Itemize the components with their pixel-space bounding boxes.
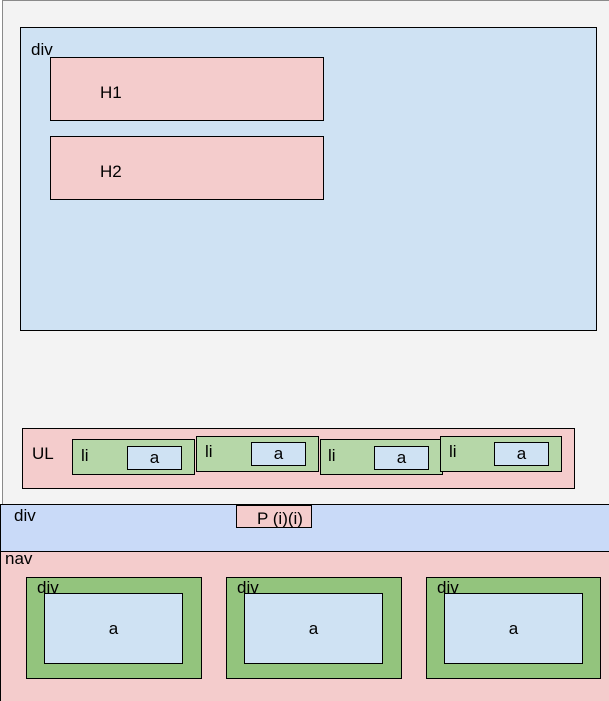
nav-div-label: div — [437, 578, 459, 597]
nav-div-label: div — [37, 578, 59, 597]
ul-label: UL — [32, 444, 54, 463]
h2-label: H2 — [100, 162, 122, 181]
h1-box — [50, 57, 324, 121]
p-label: P (i)(i) — [257, 509, 303, 528]
nav-label: nav — [5, 549, 33, 568]
p-box — [236, 505, 312, 528]
li-label: li — [205, 442, 213, 461]
h1-label: H1 — [100, 83, 122, 102]
nav-a-link[interactable]: a — [244, 593, 383, 664]
top-div-label: div — [31, 40, 53, 59]
nav-a-link[interactable]: a — [44, 593, 183, 664]
a-link[interactable]: a — [251, 442, 306, 466]
li-label: li — [328, 446, 336, 465]
middle-div-label: div — [14, 506, 36, 525]
a-link[interactable]: a — [127, 446, 182, 470]
a-link[interactable]: a — [374, 446, 429, 470]
a-link[interactable]: a — [494, 442, 549, 466]
h2-box — [50, 136, 324, 200]
nav-a-link[interactable]: a — [444, 593, 583, 664]
li-label: li — [81, 446, 89, 465]
nav-div-label: div — [237, 578, 259, 597]
li-label: li — [449, 442, 457, 461]
